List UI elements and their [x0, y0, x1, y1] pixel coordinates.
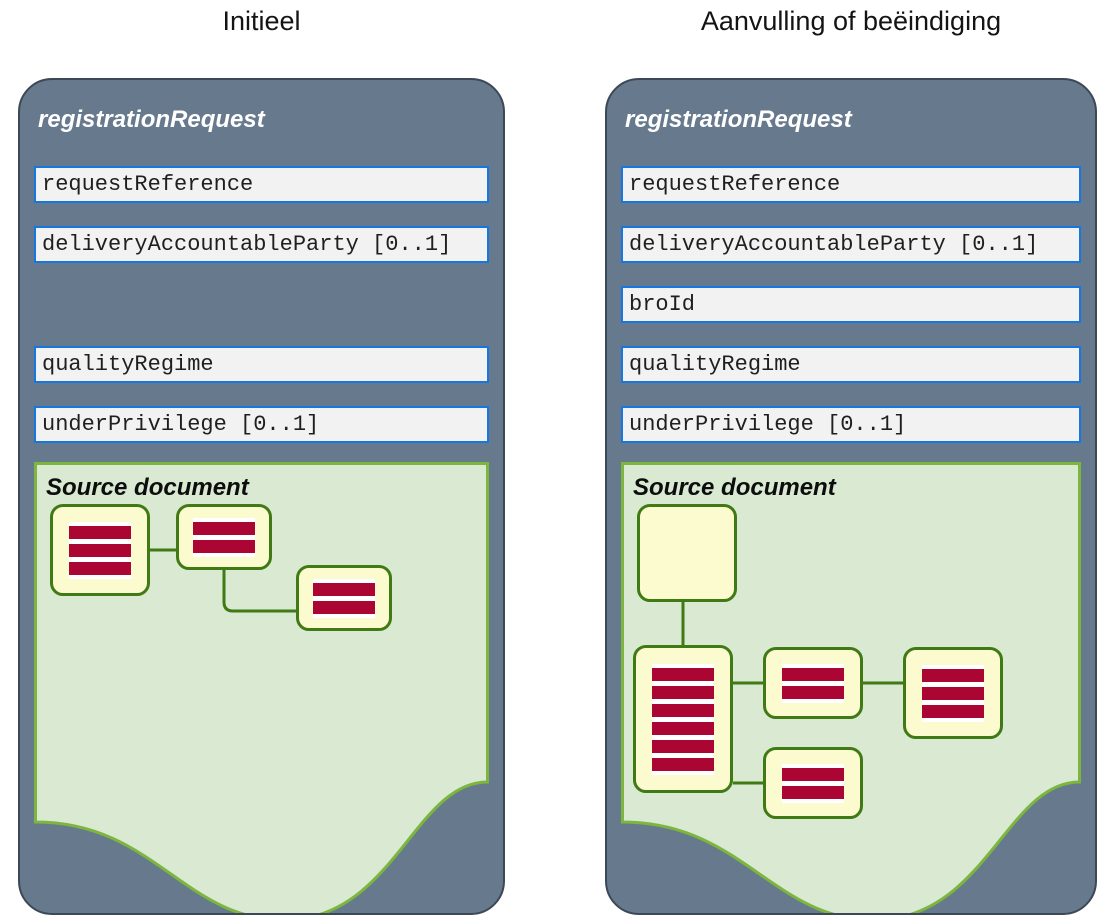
node-bar [193, 521, 255, 535]
node-c-left[interactable] [296, 565, 392, 631]
node-bar [782, 685, 844, 699]
source-document-title-left: Source document [46, 474, 249, 501]
field-delivery-accountable-party-left[interactable]: deliveryAccountableParty [0..1] [34, 226, 489, 263]
field-quality-regime-right[interactable]: qualityRegime [621, 346, 1081, 383]
node-bar [313, 600, 375, 614]
node-main-right[interactable] [633, 645, 733, 793]
node-right-right[interactable] [903, 647, 1003, 739]
node-bar [782, 785, 844, 799]
column-title-aanvulling: Aanvulling of beëindiging [700, 6, 1002, 36]
node-lower-right[interactable] [763, 747, 863, 819]
field-delivery-accountable-party-right[interactable]: deliveryAccountableParty [0..1] [621, 226, 1081, 263]
node-bar [652, 703, 714, 717]
panel-title-right: registrationRequest [625, 106, 852, 133]
node-bar [69, 561, 131, 575]
node-bar [652, 667, 714, 681]
node-lower-bars [782, 763, 844, 803]
node-bar [652, 739, 714, 753]
source-document-title-right: Source document [633, 474, 836, 501]
node-main-bars [652, 663, 714, 775]
node-bar [782, 667, 844, 681]
node-right-bars [922, 664, 984, 722]
node-b-bars [193, 517, 255, 557]
field-request-reference-left[interactable]: requestReference [34, 166, 489, 203]
source-document-left: Source document [34, 462, 489, 913]
node-bar [69, 525, 131, 539]
node-mid-bars [782, 663, 844, 703]
field-quality-regime-left[interactable]: qualityRegime [34, 346, 489, 383]
node-a-bars [69, 521, 131, 579]
node-c-bars [313, 578, 375, 618]
node-bar [782, 767, 844, 781]
node-a-left[interactable] [50, 504, 150, 596]
node-bar [652, 685, 714, 699]
node-bar [69, 543, 131, 557]
node-bar [193, 539, 255, 553]
field-bro-id-right[interactable]: broId [621, 286, 1081, 323]
node-root-right[interactable] [637, 504, 737, 602]
panel-aanvulling: registrationRequest requestReference del… [605, 78, 1097, 915]
field-request-reference-right[interactable]: requestReference [621, 166, 1081, 203]
node-mid-right[interactable] [763, 647, 863, 719]
node-bar [922, 686, 984, 700]
column-title-initieel: Initieel [222, 6, 301, 36]
connector-edges-right [681, 602, 903, 785]
node-bar [922, 668, 984, 682]
field-under-privilege-right[interactable]: underPrivilege [0..1] [621, 406, 1081, 443]
connector-edges-left [150, 548, 296, 613]
node-bar [922, 704, 984, 718]
panel-title-left: registrationRequest [38, 106, 265, 133]
node-bar [313, 582, 375, 596]
node-bar [652, 721, 714, 735]
source-document-right: Source document [621, 462, 1081, 913]
node-b-left[interactable] [176, 504, 272, 570]
field-under-privilege-left[interactable]: underPrivilege [0..1] [34, 406, 489, 443]
node-bar [652, 757, 714, 771]
panel-initieel: registrationRequest requestReference del… [18, 78, 505, 915]
